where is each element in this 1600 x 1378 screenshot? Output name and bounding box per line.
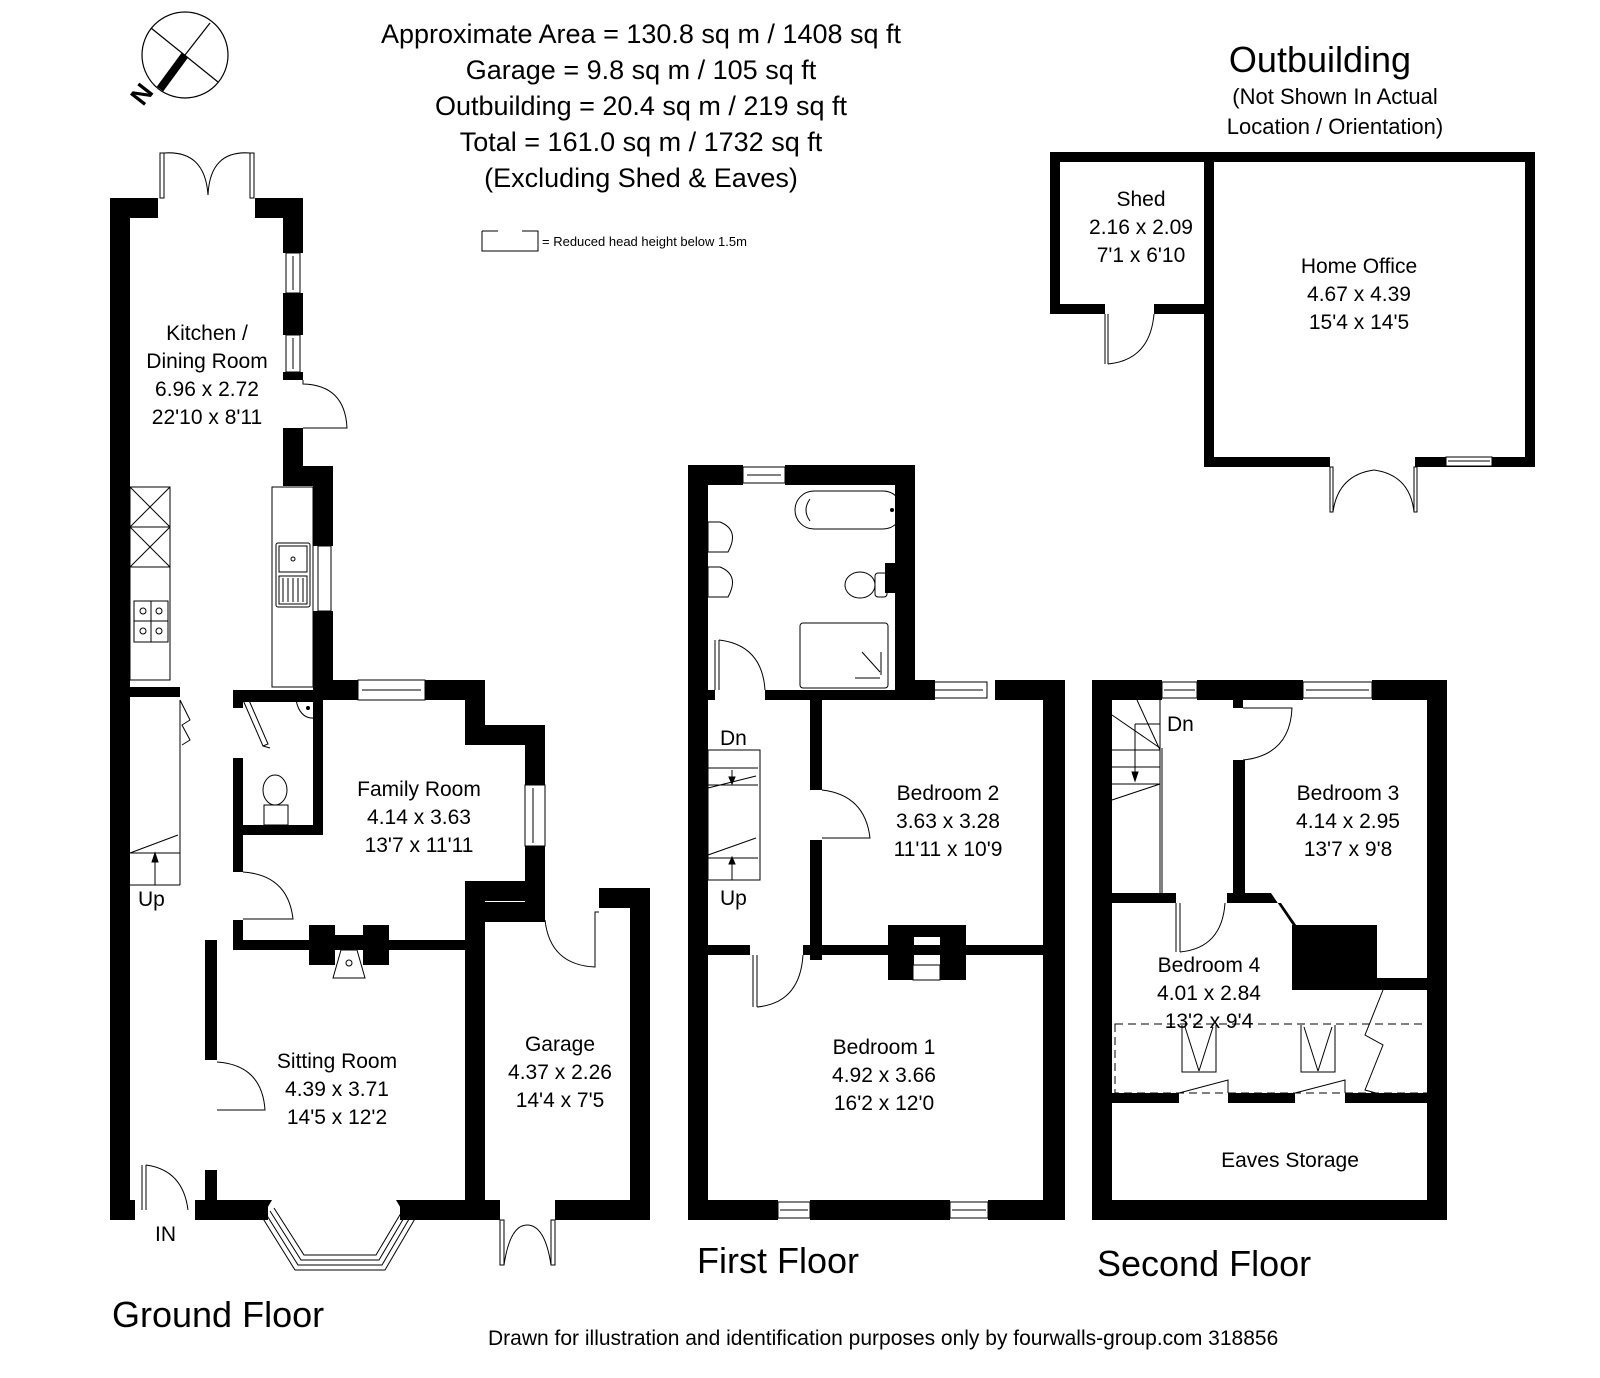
first-stairs-down-label: Dn bbox=[720, 727, 747, 750]
ground-stairs-up-label: Up bbox=[138, 888, 165, 911]
outbuilding-fixtures bbox=[1104, 313, 1493, 513]
north-arrow-icon: N bbox=[124, 11, 229, 111]
second-stairs-down-label: Dn bbox=[1167, 713, 1194, 736]
ground-floor-fixtures bbox=[129, 152, 599, 1271]
room-bedroom-3: Bedroom 3 4.14 x 2.95 13'7 x 9'8 bbox=[1296, 782, 1400, 861]
room-eaves-storage: Eaves Storage bbox=[1221, 1149, 1359, 1172]
room-family-room: Family Room 4.14 x 3.63 13'7 x 11'11 bbox=[357, 778, 481, 857]
first-floor-title: First Floor bbox=[697, 1240, 859, 1281]
legend-dashed-box bbox=[481, 230, 539, 252]
room-bedroom-2: Bedroom 2 3.63 x 3.28 11'11 x 10'9 bbox=[893, 782, 1003, 861]
area-approximate: Approximate Area = 130.8 sq m / 1408 sq … bbox=[380, 19, 902, 49]
ground-floor-title: Ground Floor bbox=[112, 1294, 325, 1335]
area-summary: Approximate Area = 130.8 sq m / 1408 sq … bbox=[381, 16, 901, 196]
room-garage: Garage 4.37 x 2.26 14'4 x 7'5 bbox=[508, 1033, 612, 1112]
room-home-office: Home Office 4.67 x 4.39 15'4 x 14'5 bbox=[1300, 255, 1418, 334]
second-floor-title: Second Floor bbox=[1097, 1243, 1312, 1284]
room-shed: Shed 2.16 x 2.09 7'1 x 6'10 bbox=[1089, 188, 1193, 267]
area-exclusion-note: (Excluding Shed & Eaves) bbox=[484, 163, 798, 193]
area-outbuilding: Outbuilding = 20.4 sq m / 219 sq ft bbox=[434, 91, 847, 121]
first-floor-walls bbox=[688, 465, 1065, 1220]
area-total: Total = 161.0 sq m / 1732 sq ft bbox=[459, 127, 823, 157]
second-floor-fixtures bbox=[1111, 681, 1441, 1096]
room-sitting-room: Sitting Room 4.39 x 3.71 14'5 x 12'2 bbox=[276, 1050, 398, 1129]
outbuilding-subtitle: (Not Shown In Actual Location / Orientat… bbox=[1226, 84, 1444, 139]
room-bedroom-1: Bedroom 1 4.92 x 3.66 16'2 x 12'0 bbox=[832, 1036, 936, 1115]
footer-credit: Drawn for illustration and identificatio… bbox=[488, 1327, 1279, 1350]
entrance-label: IN bbox=[155, 1223, 176, 1246]
second-floor-walls bbox=[1092, 680, 1447, 1220]
first-floor-fixtures bbox=[707, 466, 989, 1219]
room-bedroom-4: Bedroom 4 4.01 x 2.84 13'2 x 9'4 bbox=[1157, 954, 1261, 1033]
legend-label: = Reduced head height below 1.5m bbox=[542, 234, 747, 249]
svg-text:N: N bbox=[124, 77, 159, 110]
first-stairs-up-label: Up bbox=[720, 887, 747, 910]
outbuilding-title: Outbuilding bbox=[1228, 39, 1412, 80]
room-kitchen-dining: Kitchen / Dining Room 6.96 x 2.72 22'10 … bbox=[146, 322, 268, 429]
ground-floor-walls bbox=[110, 198, 650, 1220]
area-garage: Garage = 9.8 sq m / 105 sq ft bbox=[465, 55, 817, 85]
